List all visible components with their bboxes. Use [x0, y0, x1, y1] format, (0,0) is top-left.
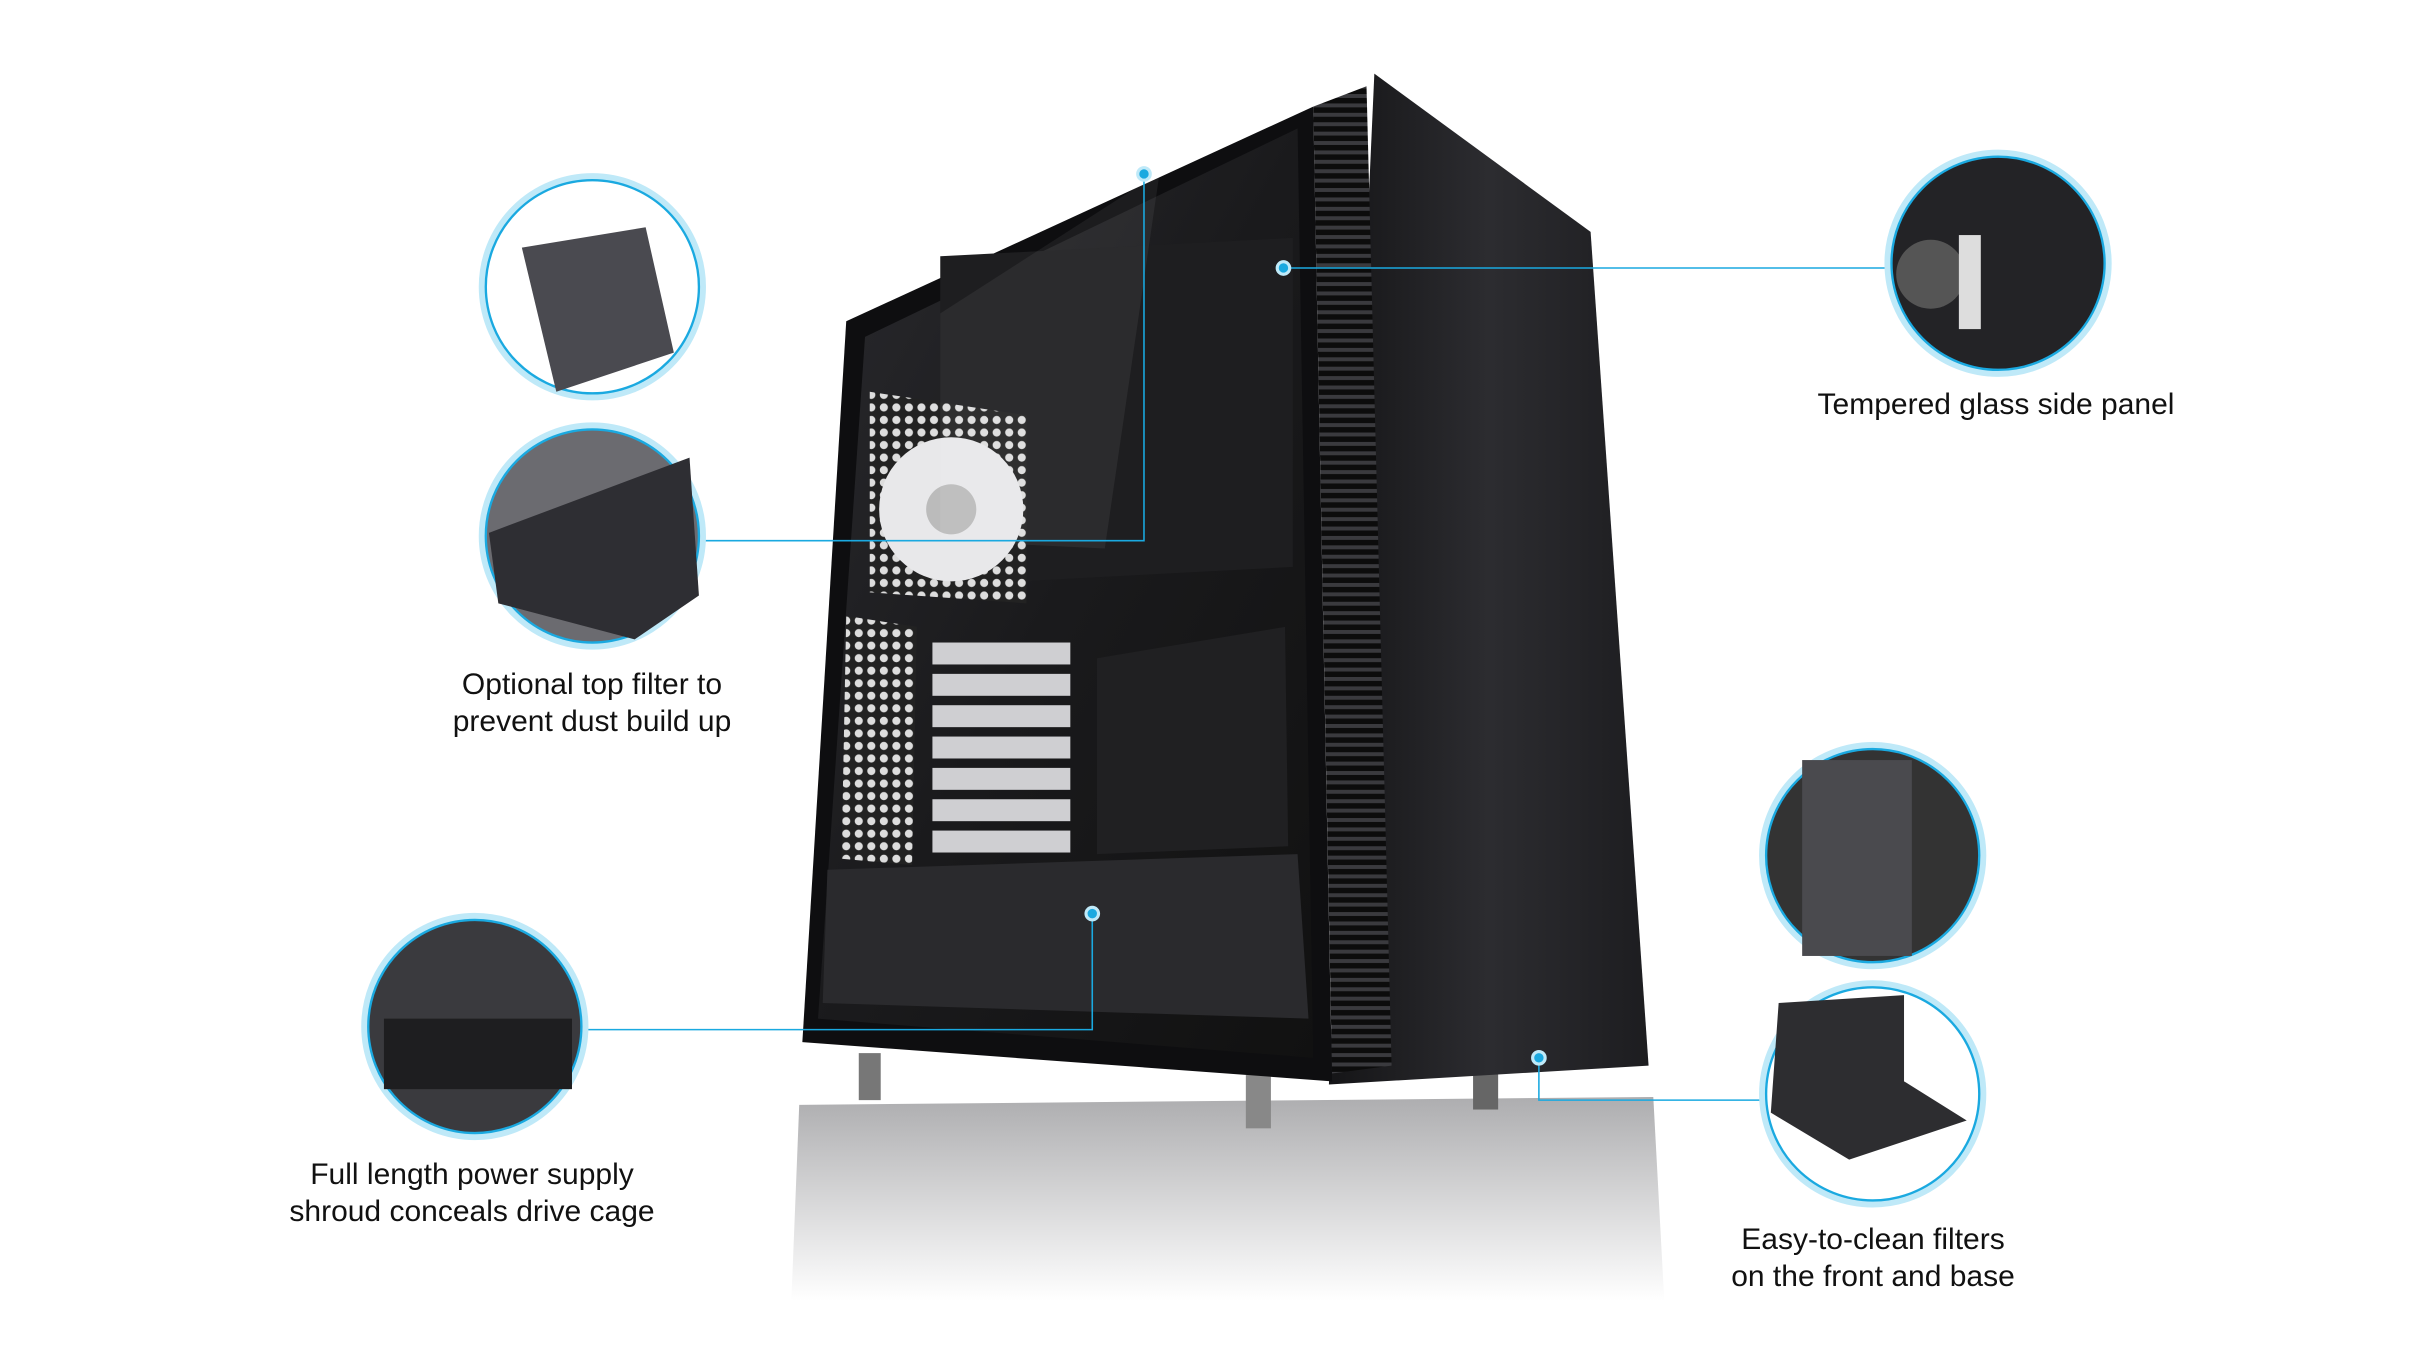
pc-case [791, 73, 1665, 1301]
label-line: Full length power supply [310, 1158, 634, 1191]
detail-base-filter [1759, 980, 1987, 1208]
label-line: prevent dust build up [452, 705, 732, 738]
detail-circles [361, 149, 2112, 1208]
label-top-filter: Optional top filter to prevent dust buil… [453, 666, 732, 740]
detail-top-filter-panel [478, 173, 706, 401]
detail-top-io [478, 422, 706, 650]
callout-dots [1084, 166, 1547, 1066]
label-line: Optional top filter to [461, 668, 723, 701]
detail-front-filter [1759, 742, 1987, 970]
label-filters: Easy-to-clean filters on the front and b… [1731, 1221, 2015, 1295]
label-line: on the front and base [1731, 1260, 2015, 1293]
label-psu-shroud: Full length power supply shroud conceals… [289, 1156, 654, 1230]
label-line: Easy-to-clean filters [1741, 1223, 2005, 1256]
detail-psu-shroud [361, 912, 589, 1141]
label-tempered-glass: Tempered glass side panel [1818, 386, 2175, 423]
label-line: Tempered glass side panel [1817, 388, 2175, 421]
detail-tempered-glass [1884, 149, 2112, 377]
label-line: shroud conceals drive cage [289, 1195, 655, 1228]
callout-lines [582, 173, 1889, 1101]
